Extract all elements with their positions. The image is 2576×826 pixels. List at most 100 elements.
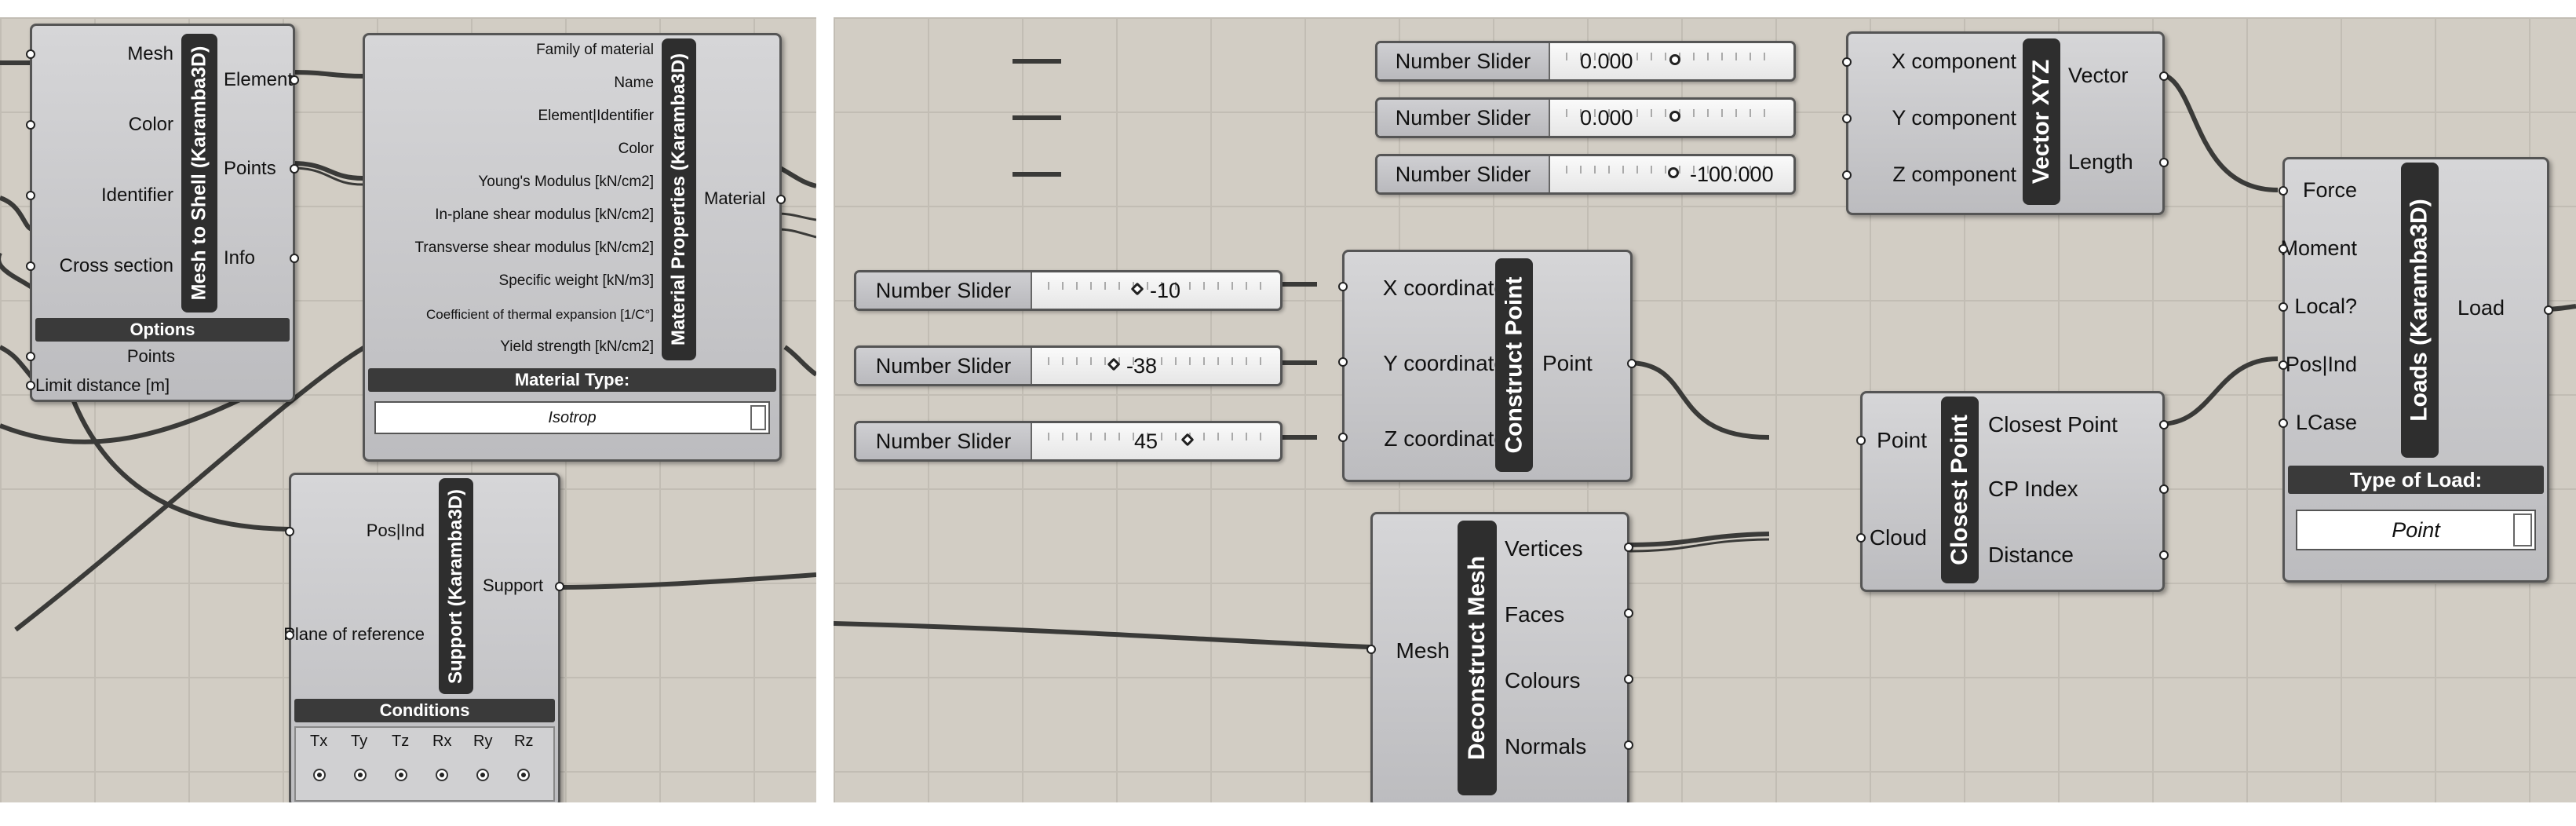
dropdown-button[interactable] bbox=[2513, 514, 2532, 546]
input-port[interactable] bbox=[26, 352, 35, 361]
material-properties-component[interactable]: Family of material Name Element|Identifi… bbox=[363, 33, 786, 462]
slider-label: Number Slider bbox=[856, 423, 1032, 459]
input-port[interactable] bbox=[1366, 645, 1376, 654]
dof-radio-tz[interactable] bbox=[395, 769, 407, 781]
input-port[interactable] bbox=[2279, 186, 2288, 196]
dropdown-button[interactable] bbox=[750, 405, 766, 430]
input-port[interactable] bbox=[1338, 282, 1348, 291]
input-port[interactable] bbox=[1338, 433, 1348, 442]
slider-track[interactable]: 45 bbox=[1032, 423, 1280, 459]
wire bbox=[783, 345, 816, 377]
deconstruct-mesh-component[interactable]: Mesh Deconstruct Mesh Vertices Faces Col… bbox=[1366, 512, 1633, 802]
input-port[interactable] bbox=[1338, 357, 1348, 367]
output-port[interactable] bbox=[2159, 550, 2169, 560]
output-label: CP Index bbox=[1988, 477, 2078, 501]
input-port[interactable] bbox=[285, 527, 294, 536]
slider-track[interactable]: 0.000 bbox=[1550, 100, 1793, 136]
dof-radio-tx[interactable] bbox=[313, 769, 326, 781]
closest-point-component[interactable]: Point Cloud Closest Point Closest Point … bbox=[1856, 391, 2169, 592]
conditions-panel: Tx Ty Tz Rx Ry Rz bbox=[294, 726, 555, 802]
output-port[interactable] bbox=[290, 164, 299, 174]
output-port[interactable] bbox=[2544, 305, 2553, 315]
input-port[interactable] bbox=[1842, 114, 1852, 123]
output-port[interactable] bbox=[2159, 484, 2169, 494]
output-port[interactable] bbox=[1624, 543, 1633, 552]
output-port[interactable] bbox=[555, 582, 564, 591]
output-label: Element bbox=[224, 69, 294, 90]
dof-radio-rz[interactable] bbox=[517, 769, 530, 781]
dof-label: Ry bbox=[473, 733, 493, 750]
slider-grip[interactable] bbox=[1668, 167, 1679, 178]
dof-radio-ry[interactable] bbox=[476, 769, 489, 781]
dof-label: Rz bbox=[514, 733, 534, 750]
right-canvas[interactable]: Number Slider 0.000 Number Slider 0.000 … bbox=[834, 17, 2576, 802]
output-port[interactable] bbox=[290, 75, 299, 85]
number-slider[interactable]: Number Slider 45 bbox=[854, 421, 1283, 462]
component-title: Mesh to Shell (Karamba3D) bbox=[181, 34, 217, 312]
output-label: Colours bbox=[1505, 668, 1581, 693]
output-port[interactable] bbox=[1624, 674, 1633, 684]
dof-radio-rx[interactable] bbox=[436, 769, 448, 781]
wire bbox=[1624, 538, 1770, 553]
input-port[interactable] bbox=[1856, 533, 1866, 543]
input-port[interactable] bbox=[2279, 418, 2288, 428]
material-type-dropdown[interactable]: Isotrop bbox=[374, 401, 770, 434]
component-title: Support (Karamba3D) bbox=[439, 478, 473, 694]
options-header: Options bbox=[35, 318, 290, 342]
input-port[interactable] bbox=[1856, 436, 1866, 445]
number-slider[interactable]: Number Slider -10 bbox=[854, 270, 1283, 311]
input-port[interactable] bbox=[1842, 57, 1852, 67]
input-port[interactable] bbox=[26, 120, 35, 130]
component-title: Material Properties (Karamba3D) bbox=[662, 38, 696, 360]
output-port[interactable] bbox=[1624, 740, 1633, 750]
number-slider[interactable]: Number Slider 0.000 bbox=[1375, 41, 1796, 82]
input-label: Y component bbox=[1892, 106, 2016, 130]
load-type-dropdown[interactable]: Point bbox=[2296, 510, 2536, 550]
mesh-to-shell-component[interactable]: Mesh Color Identifier Cross section Mesh… bbox=[26, 24, 299, 402]
input-port[interactable] bbox=[26, 381, 35, 390]
output-port[interactable] bbox=[2159, 71, 2169, 81]
output-port[interactable] bbox=[2159, 158, 2169, 167]
dof-radio-ty[interactable] bbox=[354, 769, 367, 781]
vector-xyz-component[interactable]: X component Y component Z component Vect… bbox=[1842, 31, 2169, 215]
output-label: Info bbox=[224, 247, 256, 269]
output-port[interactable] bbox=[290, 254, 299, 263]
slider-value: -10 bbox=[1150, 278, 1181, 302]
input-port[interactable] bbox=[26, 49, 35, 59]
input-port[interactable] bbox=[1842, 170, 1852, 180]
number-slider[interactable]: Number Slider 0.000 bbox=[1375, 97, 1796, 138]
input-port[interactable] bbox=[26, 191, 35, 200]
input-port[interactable] bbox=[26, 261, 35, 271]
output-port[interactable] bbox=[776, 195, 786, 204]
output-port[interactable] bbox=[2159, 420, 2169, 429]
output-port[interactable] bbox=[1627, 359, 1636, 368]
output-port[interactable] bbox=[1624, 609, 1633, 618]
slider-track[interactable]: -100.000 bbox=[1550, 156, 1793, 192]
input-label: In-plane shear modulus [kN/cm2] bbox=[435, 206, 654, 223]
slider-track[interactable]: -38 bbox=[1032, 348, 1280, 384]
input-port[interactable] bbox=[2279, 360, 2288, 370]
component-title: Vector XYZ bbox=[2023, 38, 2060, 205]
loads-component[interactable]: Force Moment Local? Pos|Ind LCase Loads … bbox=[2279, 157, 2553, 583]
number-slider[interactable]: Number Slider -100.000 bbox=[1375, 154, 1796, 195]
wire bbox=[291, 161, 363, 181]
slider-grip[interactable] bbox=[1669, 111, 1680, 122]
slider-grip[interactable] bbox=[1669, 54, 1680, 65]
number-slider[interactable]: Number Slider -38 bbox=[854, 345, 1283, 386]
input-port[interactable] bbox=[2279, 302, 2288, 312]
load-type-header: Type of Load: bbox=[2288, 466, 2544, 494]
output-label: Load bbox=[2457, 296, 2505, 320]
input-label: Cloud bbox=[1869, 525, 1927, 550]
output-label: Point bbox=[1542, 351, 1593, 375]
left-canvas[interactable]: Mesh Color Identifier Cross section Mesh… bbox=[0, 17, 816, 802]
input-label: Local? bbox=[2294, 294, 2357, 318]
input-port[interactable] bbox=[285, 630, 294, 640]
construct-point-component[interactable]: X coordinate Y coordinate Z coordinate C… bbox=[1338, 250, 1636, 482]
slider-track[interactable]: 0.000 bbox=[1550, 43, 1793, 79]
component-title: Closest Point bbox=[1941, 397, 1979, 583]
input-label: Family of material bbox=[536, 42, 654, 58]
slider-track[interactable]: -10 bbox=[1032, 272, 1280, 309]
wire bbox=[776, 212, 816, 221]
support-component[interactable]: Pos|Ind Plane of reference Support (Kara… bbox=[283, 473, 564, 802]
input-port[interactable] bbox=[2279, 244, 2288, 254]
